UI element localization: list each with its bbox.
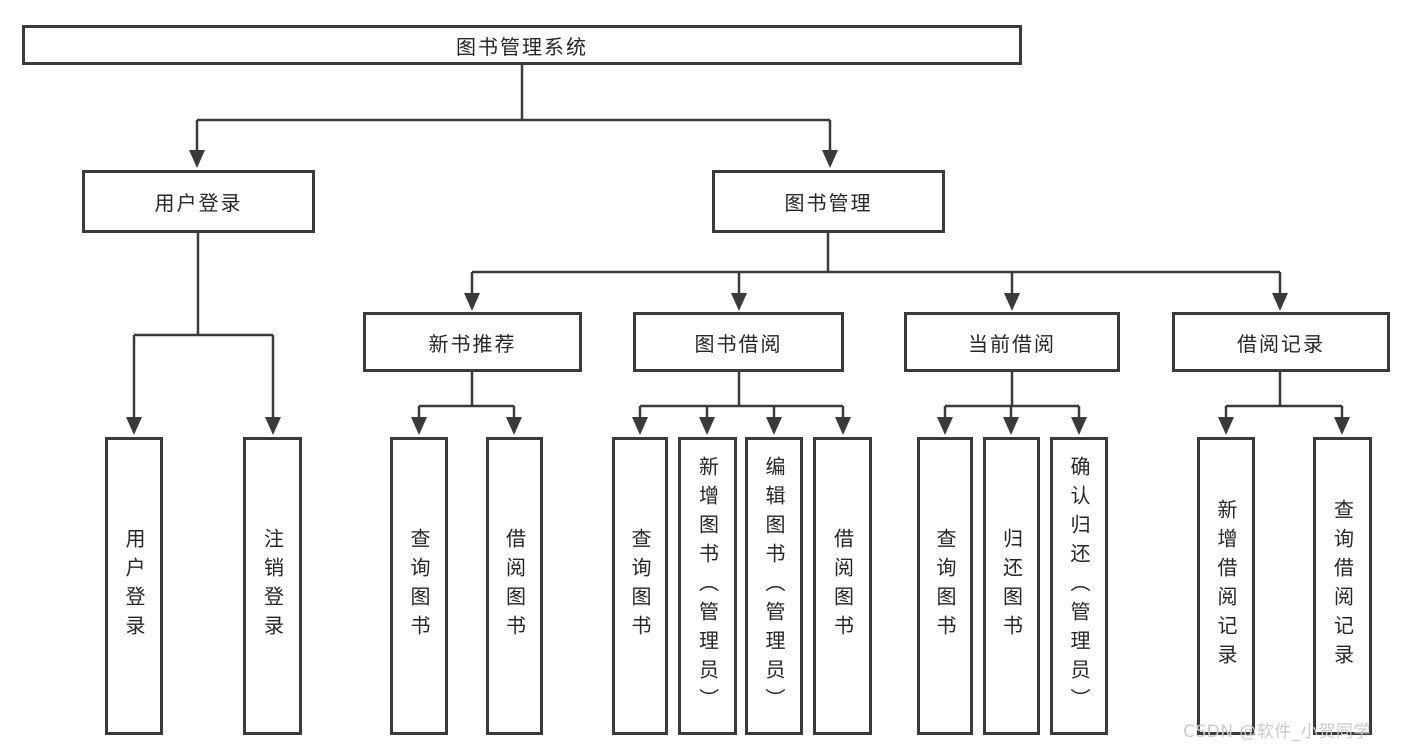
arrowhead xyxy=(835,417,851,435)
arrowhead xyxy=(1004,293,1020,311)
arrowhead xyxy=(1218,417,1234,435)
leaf-query-books-current: 查询图书 xyxy=(917,437,973,735)
node-book-management: 图书管理 xyxy=(712,170,945,233)
node-label: 新书推荐 xyxy=(428,331,517,356)
arrowhead xyxy=(506,417,522,435)
leaf-return-books: 归还图书 xyxy=(983,437,1040,735)
leaf-label: 借阅图书 xyxy=(502,528,527,644)
node-current-borrowing: 当前借阅 xyxy=(904,312,1120,372)
leaf-confirm-return-admin: 确认归还（管理员） xyxy=(1050,437,1108,735)
arrowhead xyxy=(1071,417,1087,435)
csdn-watermark: CSDN @软件_小贺同学 xyxy=(1183,722,1371,742)
arrowhead xyxy=(766,417,782,435)
leaf-label: 用户登录 xyxy=(122,528,146,644)
leaf-query-books-borrowing: 查询图书 xyxy=(612,437,668,735)
node-book-borrowing: 图书借阅 xyxy=(633,312,844,372)
leaf-add-books-admin: 新增图书（管理员） xyxy=(678,437,737,735)
node-label: 借阅记录 xyxy=(1237,331,1325,356)
node-label: 当前借阅 xyxy=(968,331,1056,356)
node-label: 图书借阅 xyxy=(694,331,783,356)
node-new-book-recommendation: 新书推荐 xyxy=(363,312,582,372)
arrowhead xyxy=(822,150,838,168)
leaf-label: 查询图书 xyxy=(407,528,431,644)
leaf-query-books-recommend: 查询图书 xyxy=(390,437,448,735)
leaf-label: 查询图书 xyxy=(628,528,652,644)
leaf-label: 查询借阅记录 xyxy=(1330,499,1355,673)
leaf-label: 新增图书（管理员） xyxy=(695,455,720,717)
leaf-edit-books-admin: 编辑图书（管理员） xyxy=(745,437,803,735)
node-library-management-system: 图书管理系统 xyxy=(22,25,1022,65)
leaf-label: 归还图书 xyxy=(999,528,1024,644)
arrowhead xyxy=(699,417,715,435)
arrowhead xyxy=(411,417,427,435)
node-label: 图书管理系统 xyxy=(456,34,588,59)
node-user-login: 用户登录 xyxy=(82,170,315,233)
node-label: 图书管理 xyxy=(784,191,873,215)
arrowhead xyxy=(731,293,747,311)
arrowhead xyxy=(937,417,953,435)
arrowhead xyxy=(1334,417,1350,435)
leaf-add-borrow-record: 新增借阅记录 xyxy=(1197,437,1255,735)
arrowhead xyxy=(126,417,142,435)
leaf-borrow-books-borrowing: 借阅图书 xyxy=(813,437,872,735)
leaf-borrow-books-recommend: 借阅图书 xyxy=(486,437,543,735)
arrowhead xyxy=(189,150,205,168)
arrowhead xyxy=(1003,417,1019,435)
leaf-label: 注销登录 xyxy=(260,528,285,644)
arrowhead xyxy=(265,417,281,435)
leaf-label: 新增借阅记录 xyxy=(1214,499,1238,673)
arrowhead xyxy=(1272,293,1288,311)
node-borrowing-records: 借阅记录 xyxy=(1172,312,1390,372)
leaf-label: 借阅图书 xyxy=(830,528,855,644)
arrowhead xyxy=(464,293,480,311)
node-label: 用户登录 xyxy=(154,191,243,215)
leaf-logout: 注销登录 xyxy=(243,437,302,735)
leaf-label: 编辑图书（管理员） xyxy=(762,455,786,717)
leaf-label: 查询图书 xyxy=(933,528,957,644)
leaf-query-borrow-record: 查询借阅记录 xyxy=(1313,437,1372,735)
arrowhead xyxy=(632,417,648,435)
leaf-label: 确认归还（管理员） xyxy=(1067,455,1091,717)
leaf-user-login: 用户登录 xyxy=(105,437,163,735)
